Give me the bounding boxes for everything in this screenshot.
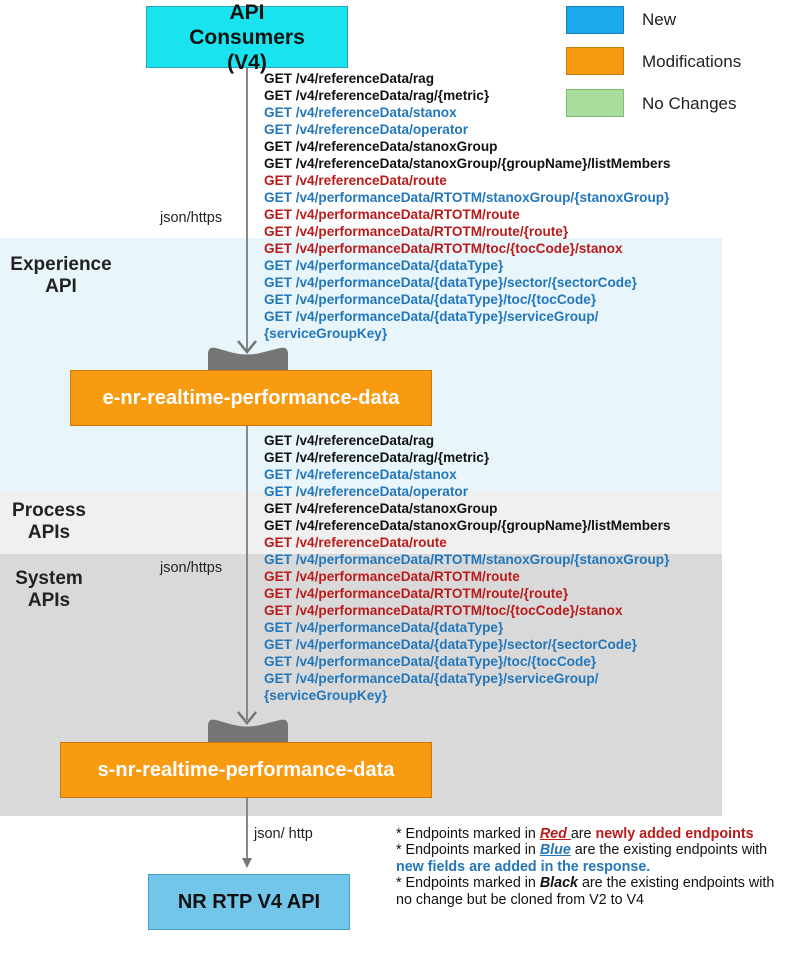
endpoint-item: GET /v4/performanceData/RTOTM/route — [264, 569, 520, 584]
endpoint-item: GET /v4/referenceData/stanox — [264, 105, 457, 120]
legend-notes: * Endpoints marked in Red are newly adde… — [396, 826, 782, 908]
note-blue-highlight: new fields are added in the response. — [396, 858, 651, 875]
connector-plug-system — [208, 719, 288, 742]
process-layer-label: Process APIs — [12, 500, 86, 543]
endpoint-item: GET /v4/performanceData/RTOTM/stanoxGrou… — [264, 190, 670, 205]
legend-label-no-changes: No Changes — [642, 94, 737, 113]
legend-swatch-new — [566, 6, 624, 34]
endpoint-item: GET /v4/performanceData/{dataType}/toc/{… — [264, 654, 597, 669]
endpoint-item: GET /v4/performanceData/RTOTM/route/{rou… — [264, 224, 569, 239]
endpoint-item: GET /v4/referenceData/rag/{metric} — [264, 450, 490, 465]
note-red-key: Red — [539, 826, 571, 842]
endpoint-item: GET /v4/referenceData/stanox — [264, 467, 457, 482]
endpoint-item: GET /v4/referenceData/stanoxGroup/{group… — [264, 518, 671, 533]
protocol-label-top: json/https — [160, 210, 223, 226]
endpoint-item: GET /v4/referenceData/stanoxGroup/{group… — [264, 156, 671, 171]
endpoint-item: GET /v4/referenceData/rag — [264, 71, 435, 86]
note-black: * Endpoints marked in Black are the exis… — [396, 875, 775, 908]
system-layer-label: System APIs — [15, 568, 83, 611]
system-api-label: s-nr-realtime-performance-data — [97, 758, 395, 781]
endpoint-item: GET /v4/referenceData/operator — [264, 122, 468, 137]
endpoint-item: {serviceGroupKey} — [264, 326, 388, 341]
endpoint-item: GET /v4/performanceData/RTOTM/toc/{tocCo… — [264, 603, 623, 618]
endpoint-item: GET /v4/referenceData/rag — [264, 433, 435, 448]
endpoint-item: GET /v4/performanceData/RTOTM/route/{rou… — [264, 586, 569, 601]
system-api-box: s-nr-realtime-performance-data — [60, 742, 432, 798]
endpoint-item: GET /v4/referenceData/stanoxGroup — [264, 139, 498, 154]
endpoint-item: GET /v4/referenceData/rag/{metric} — [264, 88, 490, 103]
connector-plug-experience — [208, 347, 288, 370]
note-red: * Endpoints marked in Red are newly adde… — [396, 826, 754, 842]
endpoint-item: {serviceGroupKey} — [264, 688, 388, 703]
nr-rtp-backend-label: NR RTP V4 API — [177, 890, 321, 913]
endpoint-item: GET /v4/referenceData/route — [264, 535, 447, 550]
experience-api-label: e-nr-realtime-performance-data — [102, 387, 400, 409]
endpoint-item: GET /v4/performanceData/{dataType}/secto… — [264, 637, 637, 652]
endpoint-item: GET /v4/performanceData/RTOTM/toc/{tocCo… — [264, 241, 623, 256]
process-layer-band — [0, 492, 722, 554]
legend-swatch-no-changes — [566, 89, 624, 117]
endpoint-item: GET /v4/referenceData/route — [264, 173, 447, 188]
legend-label-modifications: Modifications — [642, 52, 742, 71]
experience-layer-label: Experience API — [10, 254, 112, 297]
endpoint-item: GET /v4/performanceData/{dataType}/toc/{… — [264, 292, 597, 307]
api-consumers-box: API Consumers (V4) — [146, 1, 348, 74]
legend-swatch-modifications — [566, 47, 624, 75]
endpoint-item: GET /v4/performanceData/{dataType}/servi… — [264, 671, 599, 686]
endpoint-item: GET /v4/referenceData/operator — [264, 484, 468, 499]
api-consumers-label: API Consumers (V4) — [189, 0, 305, 74]
endpoint-item: GET /v4/referenceData/stanoxGroup — [264, 501, 498, 516]
endpoint-item: GET /v4/performanceData/{dataType} — [264, 258, 504, 273]
experience-api-box: e-nr-realtime-performance-data — [70, 370, 432, 426]
note-black-key: Black — [539, 875, 578, 892]
protocol-label-bottom: json/ http — [254, 826, 313, 842]
note-blue-key: Blue — [539, 842, 571, 859]
legend-label-new: New — [642, 10, 677, 29]
protocol-label-middle: json/https — [160, 560, 223, 576]
endpoint-item: GET /v4/performanceData/RTOTM/route — [264, 207, 520, 222]
endpoint-item: GET /v4/performanceData/{dataType} — [264, 620, 504, 635]
endpoint-item: GET /v4/performanceData/{dataType}/secto… — [264, 275, 637, 290]
note-blue: * Endpoints marked in Blue are the exist… — [396, 842, 768, 875]
nr-rtp-backend-box: NR RTP V4 API — [148, 874, 350, 930]
experience-layer-band — [0, 238, 722, 492]
note-red-highlight: newly added endpoints — [595, 826, 754, 842]
endpoint-item: GET /v4/performanceData/{dataType}/servi… — [264, 309, 599, 324]
endpoint-item: GET /v4/performanceData/RTOTM/stanoxGrou… — [264, 552, 670, 567]
